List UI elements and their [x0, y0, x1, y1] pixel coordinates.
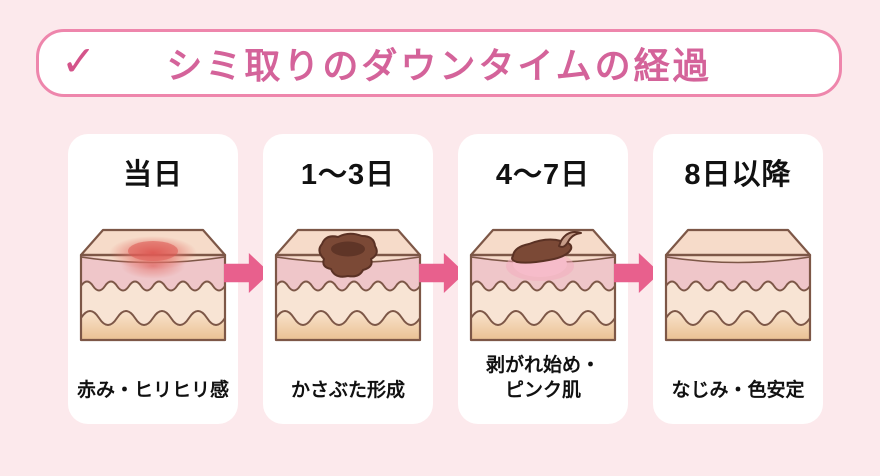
stage-caption: なじみ・色安定 [653, 378, 823, 404]
stage-card-day4-7: 4〜7日 剥がれ始め・ ピンク肌 [458, 134, 628, 424]
stage-caption-line2: ピンク肌 [504, 380, 581, 402]
stage-caption-line1: かさぶた形成 [290, 380, 405, 402]
stage-caption-line1: なじみ・色安定 [671, 380, 805, 402]
stage-day-label: 4〜7日 [495, 159, 591, 191]
skin-scab-illustration [274, 228, 422, 342]
stage-caption-line1: 剥がれ始め・ [485, 354, 600, 376]
stage-card-day1-3: 1〜3日 かさぶた形成 [263, 134, 433, 424]
stage-caption: 剥がれ始め・ ピンク肌 [458, 353, 628, 404]
stage-card-day0: 当日 赤み・ヒリヒリ感 [68, 134, 238, 424]
stage-card-day8plus: 8日以降 なじみ・色安定 [653, 134, 823, 424]
skin-redness-illustration [79, 228, 227, 342]
title-banner: ✓ シミ取りのダウンタイムの経過 [36, 29, 842, 97]
stage-day-label: 8日以降 [684, 159, 792, 191]
stage-caption: 赤み・ヒリヒリ感 [68, 378, 238, 404]
stage-day-label: 当日 [122, 159, 183, 191]
stage-caption: かさぶた形成 [263, 378, 433, 404]
stage-day-label: 1〜3日 [300, 159, 396, 191]
skin-peeling-illustration [469, 228, 617, 342]
skin-healed-illustration [664, 228, 812, 342]
check-icon: ✓ [61, 37, 97, 85]
stage-caption-line1: 赤み・ヒリヒリ感 [76, 380, 229, 402]
page-title: シミ取りのダウンタイムの経過 [166, 46, 712, 86]
